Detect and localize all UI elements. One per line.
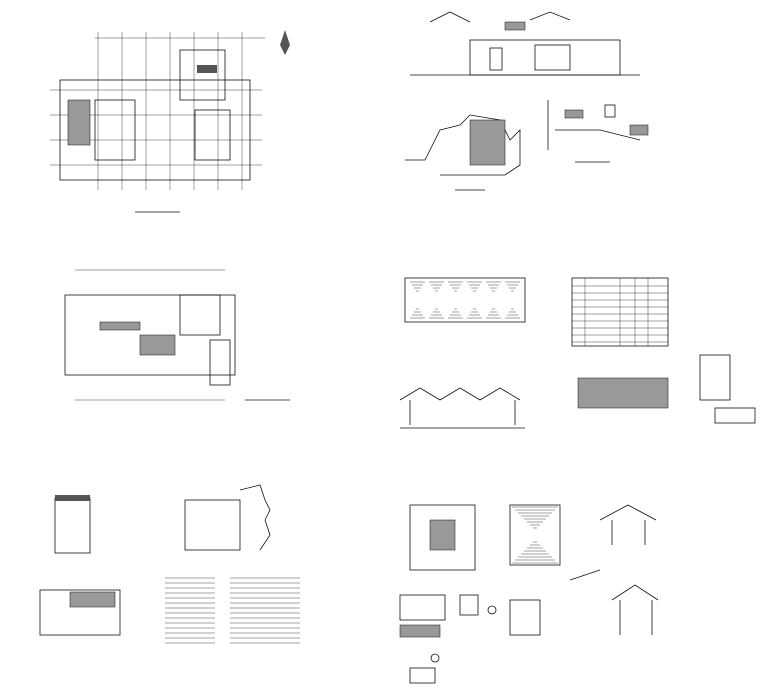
pavilion-details-table [399, 277, 756, 429]
floor-plan-1 [50, 30, 290, 213]
floor-plan-2 [64, 269, 290, 401]
small-building-details-notes [39, 484, 300, 644]
elevations-sections [405, 11, 649, 191]
pavilion-plans-elevations [399, 504, 659, 684]
north-arrow-icon [280, 30, 290, 55]
